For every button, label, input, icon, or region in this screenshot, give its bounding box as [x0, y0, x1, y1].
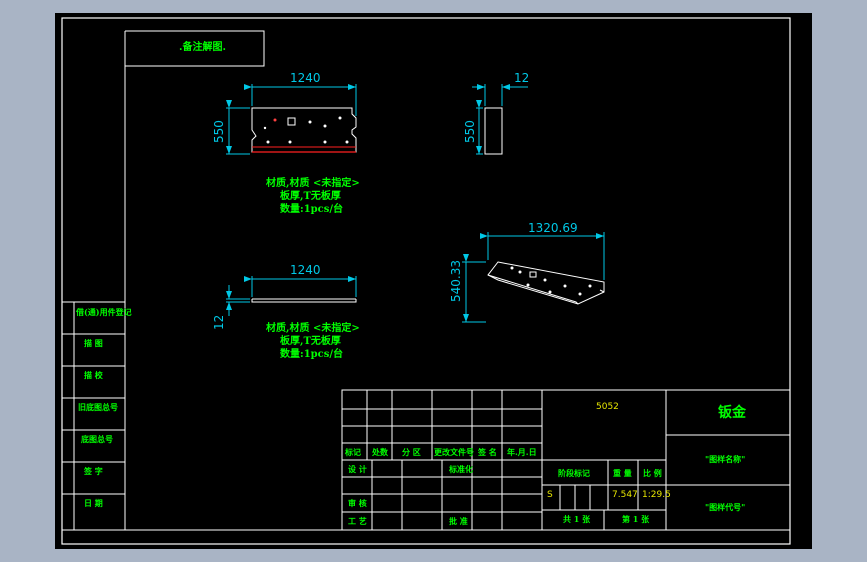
- stage-mark-value: S: [547, 490, 553, 500]
- drawing-name: "图样名称": [705, 454, 746, 464]
- drawing-code: "图样代号": [705, 502, 746, 512]
- front-view-outline: [251, 107, 357, 153]
- bottom-thickness-dim: 12: [212, 314, 226, 330]
- bottom-width-dim: 1240: [290, 263, 321, 277]
- bottom-view: [226, 276, 357, 316]
- sheets-total: 共 1 张: [563, 514, 591, 524]
- stage-header-scale: 比 例: [643, 468, 662, 478]
- side-thickness-dim: 12: [514, 71, 530, 85]
- left-col-label-7: 日 期: [84, 498, 103, 508]
- iso-view: [462, 232, 605, 323]
- outer-frame: [61, 17, 791, 545]
- side-view: [472, 84, 528, 155]
- scale-value: 1:29.5: [642, 490, 671, 500]
- row-label-approve: 批 准: [449, 516, 468, 526]
- part-name: 钣金: [718, 405, 746, 421]
- drawing-sheet: [55, 13, 812, 549]
- side-height-dim: 550: [463, 120, 477, 143]
- weight-value: 7.547: [612, 490, 638, 500]
- header-cell-2: 处数: [372, 447, 388, 457]
- front-note-line-3: 数量:1pcs/台: [280, 204, 344, 215]
- title-block-grid: [341, 389, 791, 531]
- bottom-note-line-1: 材质,材质 <未指定>: [266, 323, 360, 334]
- header-cell-1: 标记: [345, 447, 361, 457]
- top-note-box: [125, 30, 265, 67]
- header-cell-3: 分 区: [402, 447, 421, 457]
- left-col-label-5: 底图总号: [81, 434, 113, 444]
- header-cell-5: 签 名: [478, 447, 497, 457]
- front-width-dim: 1240: [290, 71, 321, 85]
- row-label-design: 设 计: [348, 464, 367, 474]
- front-note-line-1: 材质,材质 <未指定>: [266, 178, 360, 189]
- bottom-note-line-2: 板厚,T无板厚: [280, 336, 341, 347]
- header-cell-4: 更改文件号: [434, 447, 474, 457]
- front-note-line-2: 板厚,T无板厚: [280, 191, 341, 202]
- left-col-label-3: 描 校: [84, 370, 103, 380]
- iso-length-dim: 1320.69: [528, 221, 578, 235]
- iso-width-dim: 540.33: [449, 260, 463, 302]
- front-view: [226, 84, 357, 155]
- top-note-text: .备注解图.: [179, 42, 226, 53]
- bottom-note-line-3: 数量:1pcs/台: [280, 349, 344, 360]
- left-col-label-2: 描 图: [84, 338, 103, 348]
- row-label-standard: 标准化: [449, 464, 473, 474]
- material-value: 5052: [596, 402, 619, 412]
- stage-header-weight: 重 量: [613, 468, 632, 478]
- left-col-label-1: 借(通)用件登记: [76, 307, 132, 317]
- left-column-grid: [62, 301, 125, 530]
- stage-header-mark: 阶段标记: [558, 468, 590, 478]
- left-col-label-6: 签 字: [84, 466, 103, 476]
- row-label-process: 工 艺: [348, 516, 367, 526]
- front-height-dim: 550: [212, 120, 226, 143]
- left-col-label-4: 旧底图总号: [78, 402, 118, 412]
- row-label-review: 审 核: [348, 498, 367, 508]
- sheet-number: 第 1 张: [622, 514, 650, 524]
- header-cell-6: 年.月.日: [507, 447, 537, 457]
